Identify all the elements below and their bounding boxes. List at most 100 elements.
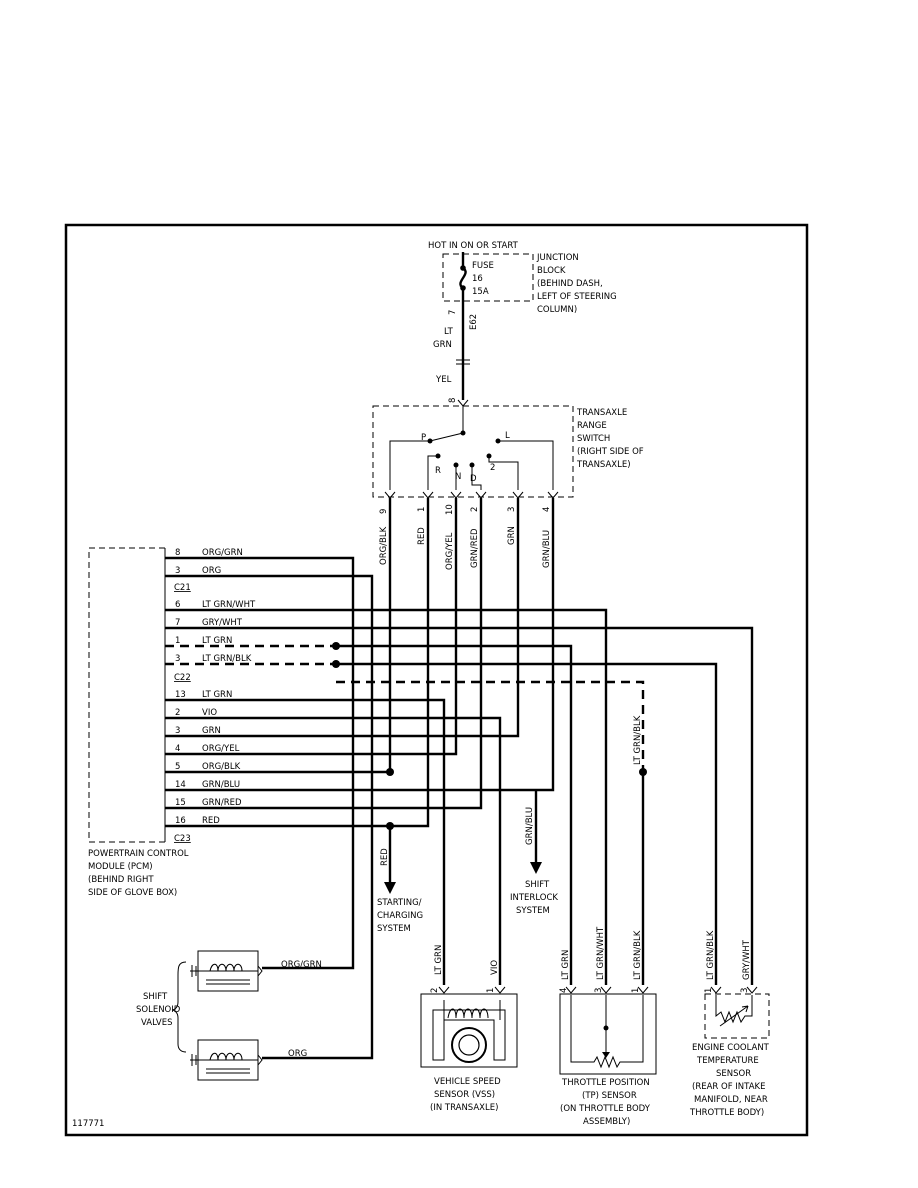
position-r: R [435,466,441,476]
tp-pin-3: 3 [594,988,604,993]
ect-line-2: TEMPERATURE [696,1056,759,1066]
power-source: HOT IN ON OR START [428,241,519,262]
pcm-color-3: LT GRN/WHT [202,600,256,610]
harness-wires [165,498,754,1060]
ect-pin-1-color: LT GRN/BLK [706,930,716,980]
interlock-line-2: INTERLOCK [510,893,558,903]
fuse-rating: 15A [472,287,489,297]
tp-pin-4: 4 [559,988,569,993]
position-2: 2 [490,463,495,473]
pcm-pin-7: 13 [175,690,186,700]
trs-color-4: GRN/RED [470,528,480,568]
pcm-color-1: ORG/GRN [202,548,243,558]
trs-pin-3: 10 [445,504,455,515]
trs-line-3: SWITCH [577,434,610,444]
trs-pin-6: 4 [542,507,552,512]
vss-line-2: SENSOR (VSS) [434,1090,495,1100]
shift-interlock-system: GRN/BLU SHIFT INTERLOCK SYSTEM [510,807,558,916]
pcm-color-6: LT GRN/BLK [202,654,252,664]
engine-coolant-temperature-sensor: LT GRN/BLK GRY/WHT 1 3 ENGINE COOLANT TE… [689,930,770,1118]
splice-dots [332,642,647,830]
power-wire-color-2: GRN [433,340,452,350]
pcm-color-8: VIO [202,708,217,718]
tp-pin-1-color: LT GRN/BLK [633,930,643,980]
tp-line-3: (ON THROTTLE BODY [560,1104,651,1114]
fuse-number: 16 [472,274,483,284]
starting-charging-system: RED STARTING/ CHARGING SYSTEM [377,848,423,934]
trs-line-2: RANGE [577,421,607,431]
pcm-color-14: RED [202,816,220,826]
tp-pin-4-color: LT GRN [561,950,571,980]
pcm-pin-12: 14 [175,780,186,790]
connector-c22: C22 [174,673,191,683]
solenoid-line-1: SHIFT [143,992,168,1002]
solenoid-1-wire: ORG/GRN [281,960,322,970]
ect-pin-1: 1 [704,988,714,993]
junction-block-connector: E62 [469,314,479,330]
pcm-color-9: GRN [202,726,221,736]
diagram-frame [64,223,809,1137]
tp-pin-1: 1 [631,988,641,993]
trs-color-1: ORG/BLK [379,526,389,565]
position-p: P [421,433,426,443]
pcm-pin-5: 1 [175,636,180,646]
trs-pin-2: 1 [417,507,427,512]
pcm-pin-10: 4 [175,744,180,754]
pcm: POWERTRAIN CONTROL MODULE (PCM) (BEHIND … [88,547,256,898]
trs-color-5: GRN [507,526,517,545]
pcm-pin-11: 5 [175,762,180,772]
solenoid-line-3: VALVES [141,1018,172,1028]
junction-block-line-5: COLUMN) [537,305,577,315]
interlock-wire-label: GRN/BLU [525,807,535,845]
ect-line-6: THROTTLE BODY) [689,1108,764,1118]
vss-pin-1: 1 [486,988,496,993]
interlock-line-3: SYSTEM [516,906,550,916]
ect-line-5: MANIFOLD, NEAR [694,1095,768,1105]
vss-line-1: VEHICLE SPEED [434,1077,501,1087]
connector-c23: C23 [174,834,191,844]
vss-pin-2-color: LT GRN [434,945,444,975]
junction-block-pin: 7 [448,310,458,315]
solenoid-line-2: SOLENOID [136,1005,181,1015]
pcm-line-1: POWERTRAIN CONTROL [88,849,189,859]
tp-line-2: (TP) SENSOR [582,1091,637,1101]
transaxle-range-switch: TRANSAXLE RANGE SWITCH (RIGHT SIDE OF TR… [372,405,644,499]
trs-color-2: RED [417,527,427,545]
pcm-pin-1: 8 [175,548,180,558]
vss-pin-2: 2 [430,988,440,993]
pcm-color-4: GRY/WHT [202,618,243,628]
junction-block-line-2: BLOCK [537,266,566,276]
pcm-color-11: ORG/BLK [202,762,241,772]
power-feed-wire: LT GRN YEL 8 [433,300,470,407]
pcm-pin-4: 7 [175,618,180,628]
interlock-line-1: SHIFT [525,880,550,890]
pcm-color-7: LT GRN [202,690,232,700]
position-d: D [470,474,477,484]
pcm-color-13: GRN/RED [202,798,242,808]
vss-line-3: (IN TRANSAXLE) [430,1103,498,1113]
pcm-pin-3: 6 [175,600,180,610]
trs-output-labels: 9 ORG/BLK 1 RED 10 ORG/YEL 2 GRN/RED 3 G… [379,504,552,570]
shield-wire-label: LT GRN/BLK [633,715,643,765]
pcm-pin-6: 3 [175,654,180,664]
ect-line-1: ENGINE COOLANT [692,1043,770,1053]
pcm-line-2: MODULE (PCM) [88,862,153,872]
trs-line-4: (RIGHT SIDE OF [577,447,644,457]
pcm-pin-8: 2 [175,708,180,718]
pcm-line-3: (BEHIND RIGHT [88,875,154,885]
power-source-label: HOT IN ON OR START [428,241,519,251]
ect-pin-3: 3 [740,988,750,993]
pcm-pin-14: 16 [175,816,186,826]
power-wire-color-1: LT [444,327,454,337]
ect-line-3: SENSOR [716,1069,751,1079]
junction-block-line-4: LEFT OF STEERING [537,292,617,302]
pcm-pin-13: 15 [175,798,186,808]
pcm-line-4: SIDE OF GLOVE BOX) [88,888,177,898]
pcm-color-12: GRN/BLU [202,780,240,790]
starting-line-2: CHARGING [377,911,423,921]
pcm-color-2: ORG [202,566,221,576]
trs-line-1: TRANSAXLE [576,408,627,418]
pcm-pin-2: 3 [175,566,180,576]
tp-line-1: THROTTLE POSITION [561,1078,650,1088]
ect-line-4: (REAR OF INTAKE [692,1082,765,1092]
